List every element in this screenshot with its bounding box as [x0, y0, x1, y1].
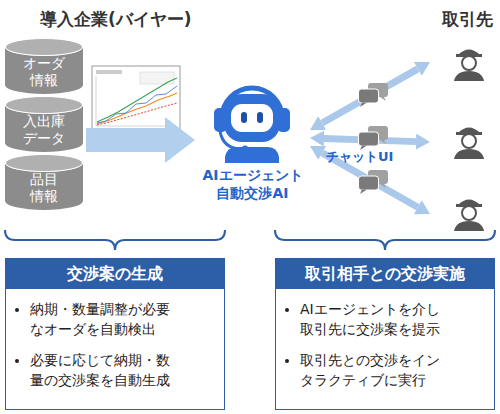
negotiation-arrow: [324, 139, 416, 142]
storage-label: オーダ 情報: [15, 54, 73, 90]
person-icon: [454, 128, 484, 160]
group-heading: 取引先: [442, 8, 493, 31]
actor-group: 取引先: [430, 8, 498, 233]
chat-bubble: [359, 126, 389, 150]
info-panel: 取引相手との交渉実施AIエージェントを介し 取引先に交渉案を提示取引先との交渉を…: [275, 258, 495, 410]
panel-heading: 交渉案の生成: [6, 259, 224, 289]
robot-icon: [214, 88, 290, 163]
negotiation-arrow: [322, 69, 418, 123]
data-flow-arrow: [86, 128, 165, 152]
chat-bubble: [359, 83, 389, 107]
ai-agent: AIエージェント 自動交渉AI: [195, 88, 310, 203]
group-heading: 導入企業(バイヤー): [40, 8, 192, 31]
brace-bracket: [5, 230, 225, 250]
chart-thumbnail: [92, 66, 180, 130]
panel-bullet: 取引先との交渉をイン タラクティブに実行: [300, 350, 486, 391]
panel-bullet: 納期・数量調整が必要 なオーダを自動検出: [30, 299, 216, 340]
bullet-list: 納期・数量調整が必要 なオーダを自動検出必要に応じて納期・数 量の交渉案を自動生…: [6, 289, 224, 390]
storage-label: 品目 情報: [15, 170, 73, 206]
brace-bracket: [275, 230, 495, 250]
bullet-list: AIエージェントを介し 取引先に交渉案を提示取引先との交渉をイン タラクティブに…: [276, 289, 494, 390]
panel-bullet: 必要に応じて納期・数 量の交渉案を自動生成: [30, 350, 216, 391]
panel-heading: 取引相手との交渉実施: [276, 259, 494, 289]
storage-label: 入出庫 データ: [15, 112, 73, 148]
database-cylinder: 入出庫 データ: [5, 96, 83, 152]
person-icon: [454, 200, 484, 232]
panel-bullet: AIエージェントを介し 取引先に交渉案を提示: [300, 299, 486, 340]
database-cylinder: オーダ 情報: [5, 38, 83, 94]
chat-bubble: [359, 170, 389, 194]
database-cylinder: 品目 情報: [5, 154, 83, 210]
agent-label: AIエージェント 自動交渉AI: [195, 166, 310, 202]
person-icon: [454, 50, 484, 82]
info-panel: 交渉案の生成納期・数量調整が必要 なオーダを自動検出必要に応じて納期・数 量の交…: [5, 258, 225, 410]
ui-label: チャットUI: [326, 148, 393, 166]
actor-group: 導入企業(バイヤー)オーダ 情報入出庫 データ品目 情報: [2, 8, 86, 213]
